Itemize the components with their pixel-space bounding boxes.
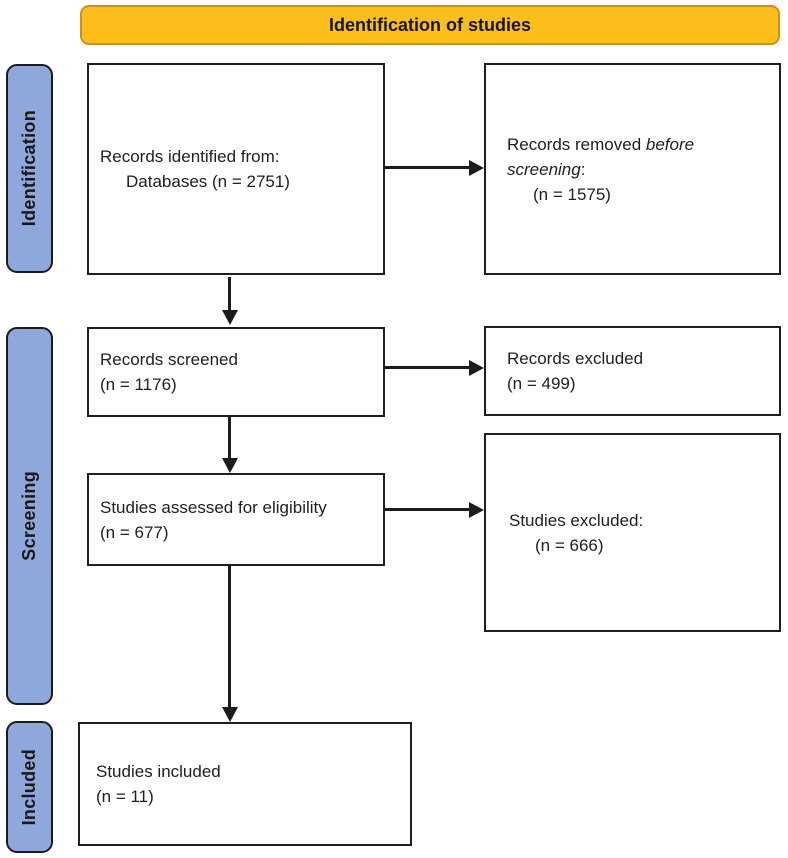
banner-identification-of-studies: Identification of studies	[80, 5, 780, 45]
text-line: Records identified from:	[100, 147, 280, 166]
arrow-identified-to-screened-head	[222, 310, 238, 325]
box-studies-included-text: Studies included (n = 11)	[96, 759, 221, 809]
arrow-assessed-to-included-line	[228, 566, 231, 708]
box-studies-included: Studies included (n = 11)	[78, 722, 412, 846]
box-records-excluded: Records excluded (n = 499)	[484, 326, 781, 416]
text-line: (n = 499)	[507, 374, 576, 393]
box-records-excluded-text: Records excluded (n = 499)	[507, 346, 643, 396]
stage-included-label: Included	[19, 748, 39, 826]
text-line: (n = 1575)	[533, 184, 611, 204]
box-records-removed: Records removed before screening: (n = 1…	[484, 63, 781, 275]
stage-screening: Screening	[6, 327, 53, 705]
text-line: (n = 677)	[100, 522, 169, 542]
arrow-screened-to-assessed-head	[222, 458, 238, 473]
arrow-screened-to-assessed-line	[228, 417, 231, 459]
box-records-removed-text: Records removed before screening: (n = 1…	[507, 132, 742, 207]
box-studies-assessed: Studies assessed for eligibility (n = 67…	[87, 473, 385, 566]
text-line: Studies assessed for eligibility	[100, 497, 327, 517]
arrow-assessed-to-excluded-line	[385, 508, 470, 511]
box-records-screened: Records screened (n = 1176)	[87, 327, 385, 417]
banner-title: Identification of studies	[328, 14, 531, 35]
text-line: (n = 666)	[535, 535, 604, 555]
box-records-identified: Records identified from: Databases (n = …	[87, 63, 385, 275]
stage-screening-label: Screening	[19, 471, 39, 561]
arrow-screened-to-excluded-line	[385, 366, 470, 369]
text-line: (n = 1176)	[100, 375, 177, 394]
text-line: Studies included	[96, 762, 221, 781]
stage-identification: Identification	[6, 64, 53, 273]
stage-included: Included	[6, 721, 53, 853]
box-studies-assessed-text: Studies assessed for eligibility (n = 67…	[100, 495, 327, 545]
arrow-screened-to-excluded-head	[469, 360, 484, 376]
text-line: Studies excluded:	[509, 510, 644, 530]
text-line: Records screened	[100, 350, 238, 369]
box-studies-excluded: Studies excluded: (n = 666)	[484, 433, 781, 632]
box-records-screened-text: Records screened (n = 1176)	[100, 347, 238, 397]
stage-identification-label: Identification	[19, 110, 39, 227]
text-line: (n = 11)	[96, 787, 154, 806]
text-line: Records excluded	[507, 349, 644, 368]
arrow-assessed-to-included-head	[222, 707, 238, 722]
box-records-identified-text: Records identified from: Databases (n = …	[100, 144, 290, 194]
box-studies-excluded-text: Studies excluded: (n = 666)	[509, 508, 643, 558]
arrow-identified-to-removed-line	[385, 166, 470, 169]
arrow-identified-to-removed-head	[469, 160, 484, 176]
text-line: Databases (n = 2751)	[126, 172, 290, 191]
arrow-assessed-to-excluded-head	[469, 502, 484, 518]
text-line: Records removed before screening:	[507, 134, 699, 179]
arrow-identified-to-screened-line	[228, 277, 231, 311]
